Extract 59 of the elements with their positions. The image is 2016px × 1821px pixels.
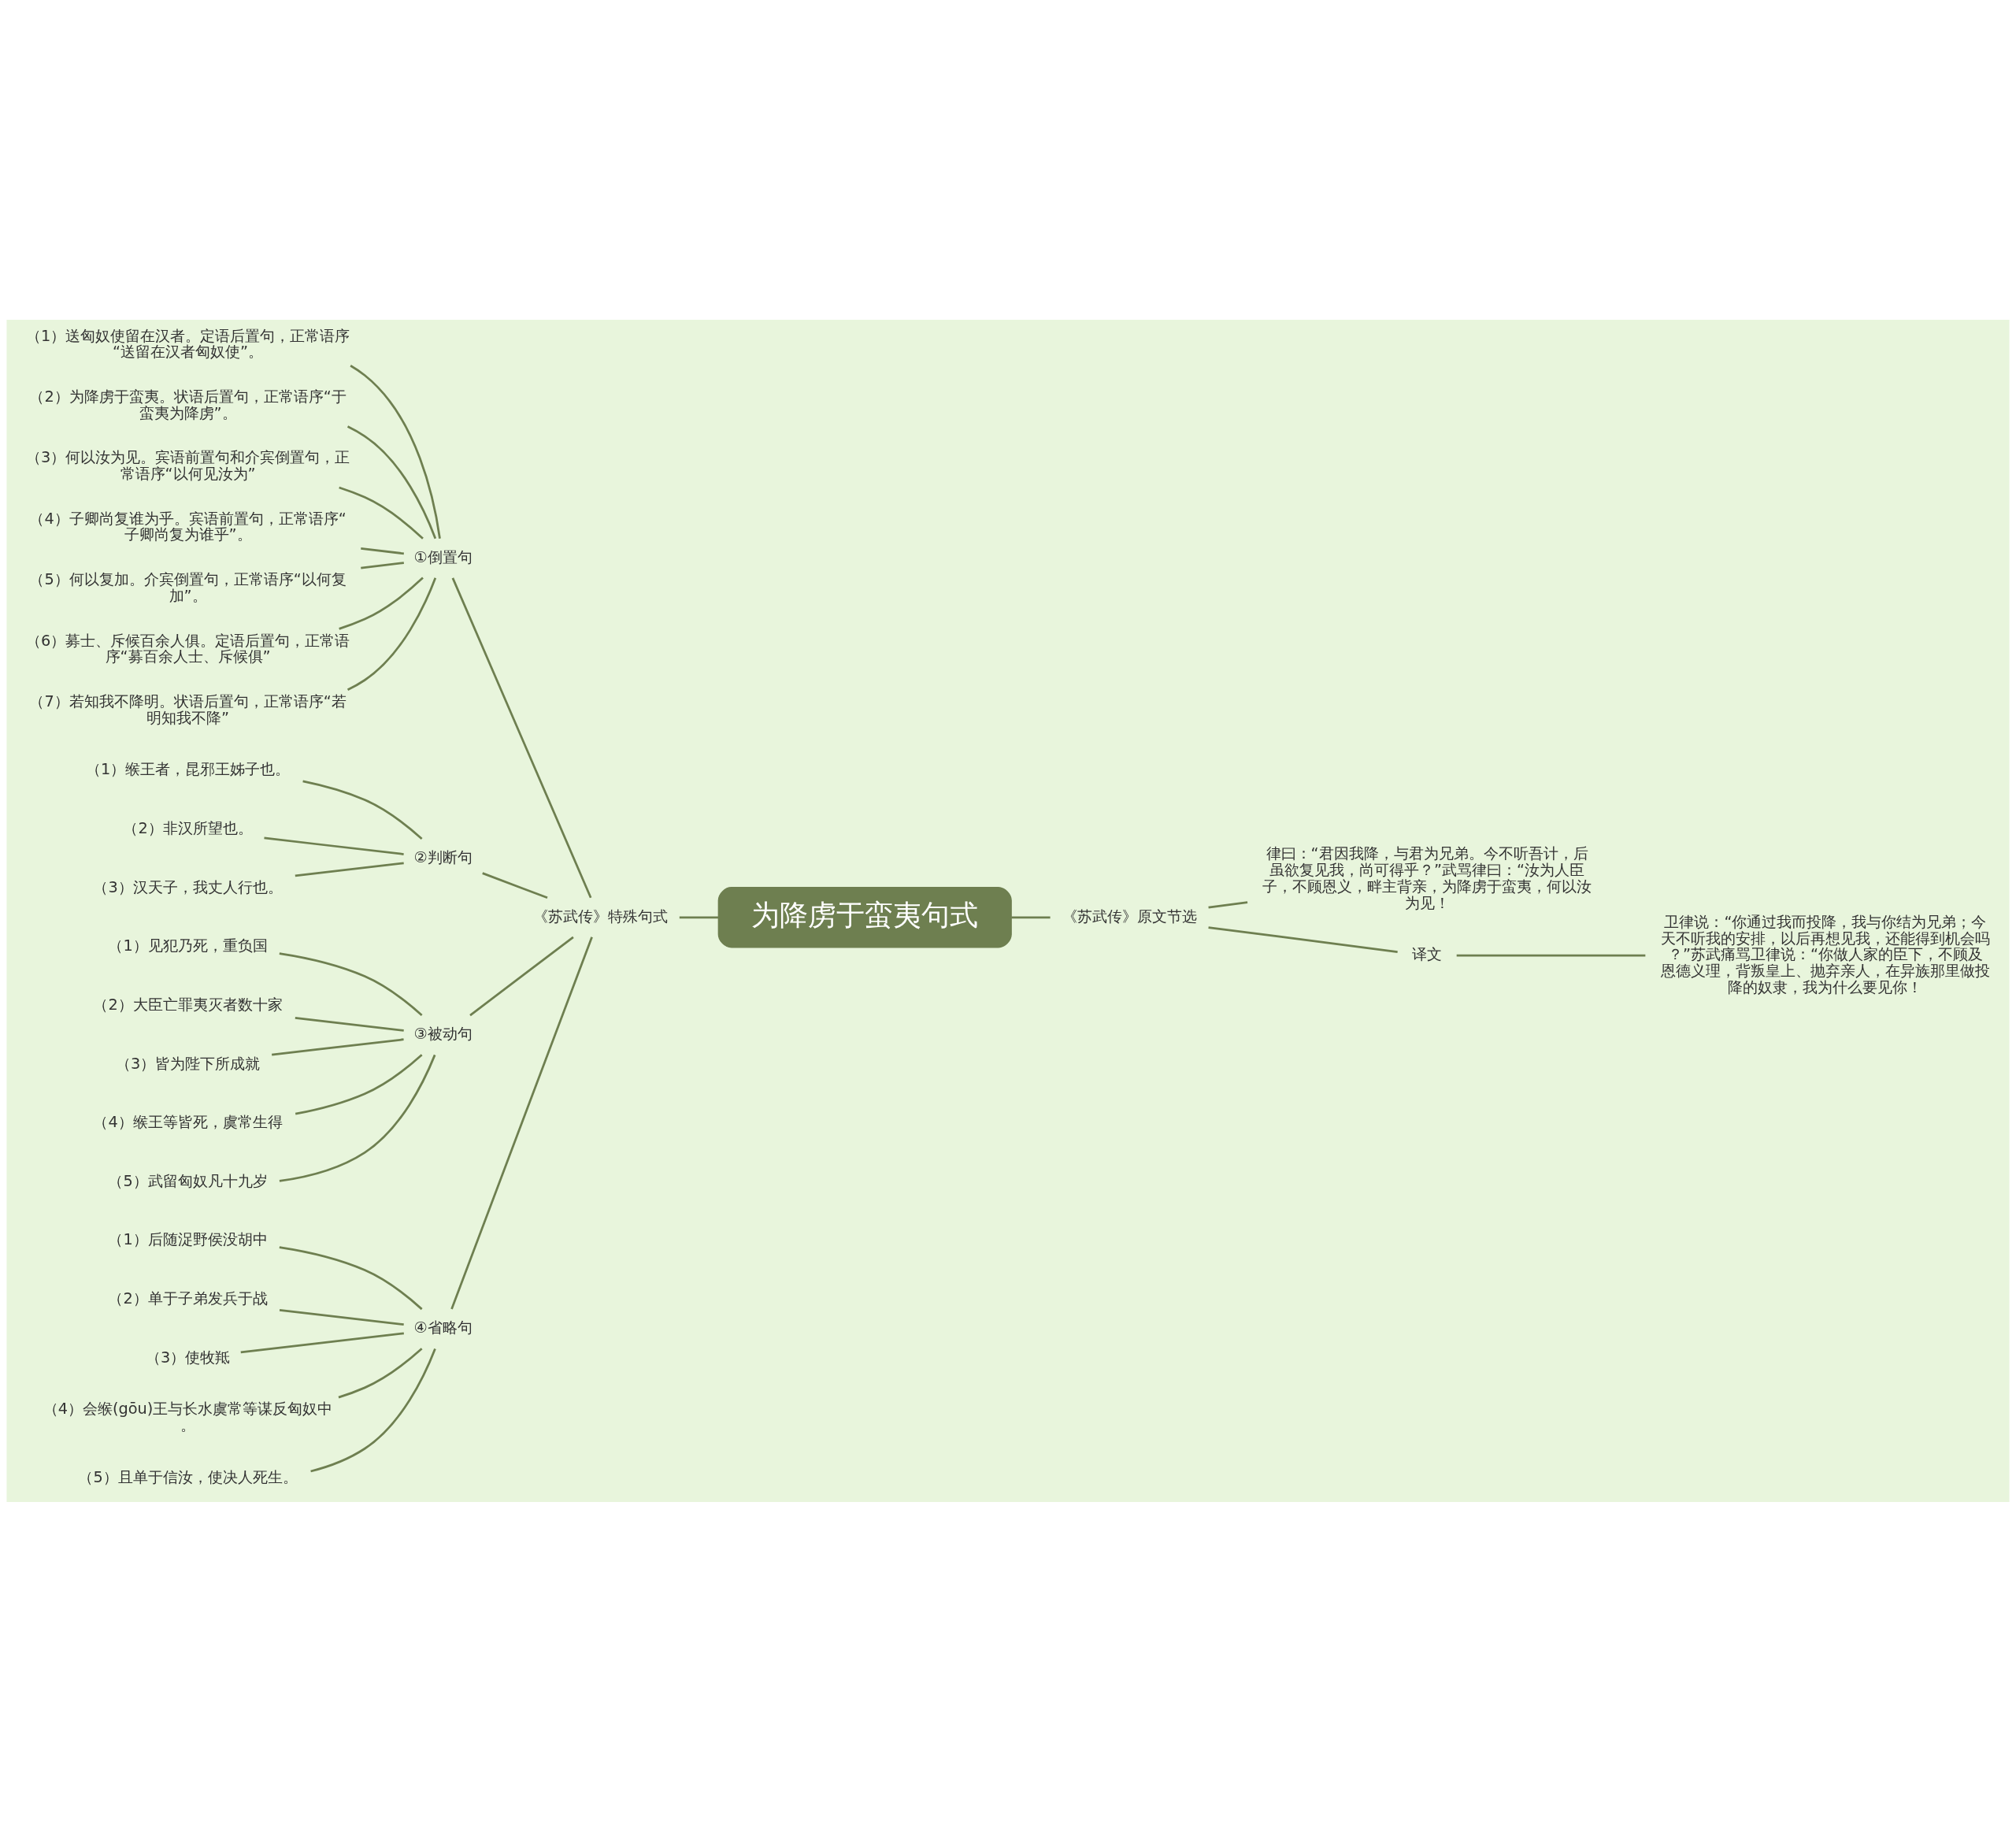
connector: [1208, 900, 1248, 908]
connector: [279, 1245, 423, 1310]
connector: [339, 486, 424, 540]
connector: [272, 1037, 404, 1056]
node-text: （1）后随浞野侯没胡中: [108, 1229, 268, 1248]
connector: [346, 577, 437, 691]
node-text: （2）单于子弟发兵于战: [108, 1289, 268, 1307]
connector: [279, 951, 423, 1016]
connector: [361, 547, 404, 554]
node-text: （5）武留匈奴凡十九岁: [108, 1171, 268, 1190]
node-text: （3）汉天子，我丈人行也。: [93, 877, 283, 896]
node-text: （7）若知我不降明。状语后置句，正常语序“若明知我不降”: [29, 692, 346, 727]
connector: [1456, 954, 1646, 957]
connector: [302, 780, 423, 840]
node-text: ①倒置句: [413, 547, 472, 566]
node-text: （4）会缑(gōu)王与长水虞常等谋反匈奴中。: [43, 1399, 333, 1434]
connector: [1208, 925, 1398, 953]
node-text: 律曰：“君因我降，与君为兄弟。今不听吾计，后虽欲复见我，尚可得乎？”武骂律曰：“汝为人臣子，不顾恩义，畔主背亲，为降虏于蛮夷，何以汝为见！: [1262, 844, 1592, 912]
connector: [339, 577, 424, 630]
node-text: （2）为降虏于蛮夷。状语后置句，正常语序“于蛮夷为降虏”。: [29, 387, 346, 422]
node-text: （6）募士、斥候百余人俱。定语后置句，正常语序“募百余人士、斥候俱”: [25, 631, 350, 666]
node-text: （3）皆为陛下所成就: [115, 1054, 261, 1072]
node-text: 译文: [1412, 944, 1443, 963]
connector: [450, 936, 593, 1310]
connector: [1011, 915, 1051, 918]
connector: [451, 577, 592, 898]
node-text: （2）非汉所望也。: [123, 818, 253, 837]
node-text: （4）缑王等皆死，虞常生得: [93, 1112, 283, 1131]
connector: [264, 836, 404, 855]
connector: [295, 1016, 404, 1032]
connector: [338, 1347, 423, 1398]
connector: [482, 871, 548, 899]
connector: [240, 1332, 404, 1353]
node-text: （5）且单于信汝，使决人死生。: [78, 1467, 298, 1486]
node-text: （1）缑王者，昆邪王姊子也。: [85, 759, 291, 778]
node-text: 卫律说：“你通过我而投降，我与你结为兄弟；今天不听我的安排，以后再想见我，还能得到机会吗？”苏武痛骂卫律说：“你做人家的臣下，不顾及恩德义理，背叛皇上、抛弃亲人，在异族那里做投降的奴隶，我为什么要见你！: [1660, 912, 1990, 996]
connector: [350, 364, 441, 539]
connector: [346, 425, 437, 539]
node-text: （4）子卿尚复谁为乎。宾语前置句，正常语序“子卿尚复为谁乎”。: [29, 509, 346, 543]
node-text: ④省略句: [413, 1318, 472, 1337]
node-text: ②判断句: [413, 847, 472, 866]
connector: [361, 561, 404, 569]
connector: [279, 1054, 436, 1182]
node-text: （1）送匈奴使留在汉者。定语后置句，正常语序“送留在汉者匈奴使”。: [25, 326, 350, 361]
connector: [469, 936, 574, 1016]
node-text: 《苏武传》原文节选: [1062, 907, 1197, 925]
connector: [295, 861, 404, 877]
node-text: （5）何以复加。介宾倒置句，正常语序“以何复加”。: [29, 569, 346, 605]
connector: [295, 1053, 423, 1115]
node-text: （3）使牧羝: [145, 1348, 231, 1367]
connector: [310, 1348, 436, 1472]
node-text: （1）见犯乃死，重负国: [108, 936, 268, 955]
node-box: 为降虏于蛮夷句式: [717, 886, 1012, 948]
connector: [679, 915, 719, 918]
node-text: ③被动句: [413, 1024, 472, 1043]
connector: [279, 1308, 404, 1326]
node-text: （2）大臣亡罪夷灭者数十家: [93, 995, 283, 1014]
node-text: 《苏武传》特殊句式: [532, 907, 668, 925]
node-text: （3）何以汝为见。宾语前置句和介宾倒置句，正常语序“以何见汝为”: [25, 447, 350, 483]
